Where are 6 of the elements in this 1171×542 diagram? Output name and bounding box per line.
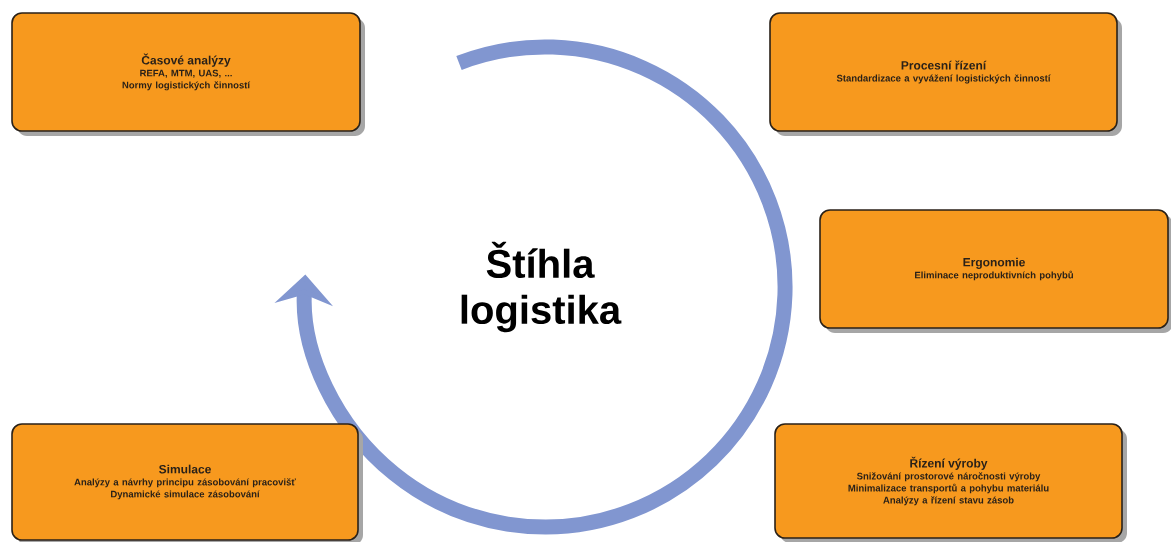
topic-box: Simulace Analýzy a návrhy principu zásobování pracovišť Dynamické simulace zásobování [11,423,363,542]
center-title: Štíhla logistika [461,241,622,333]
topic-box: Procesní řízení Standardizace a vyvážení logistických činností [769,12,1122,136]
topic-box: Řízení výroby Snižování prostorové náročnosti výroby Minimalizace transportů a pohybu materiálu Analýzy a řízení stavu zásob [774,423,1127,542]
topic-box: Časové analýzy REFA, MTM, UAS, ... Normy logistických činností [11,12,365,136]
topic-box: Ergonomie Eliminace neproduktivních pohybů [819,209,1171,333]
